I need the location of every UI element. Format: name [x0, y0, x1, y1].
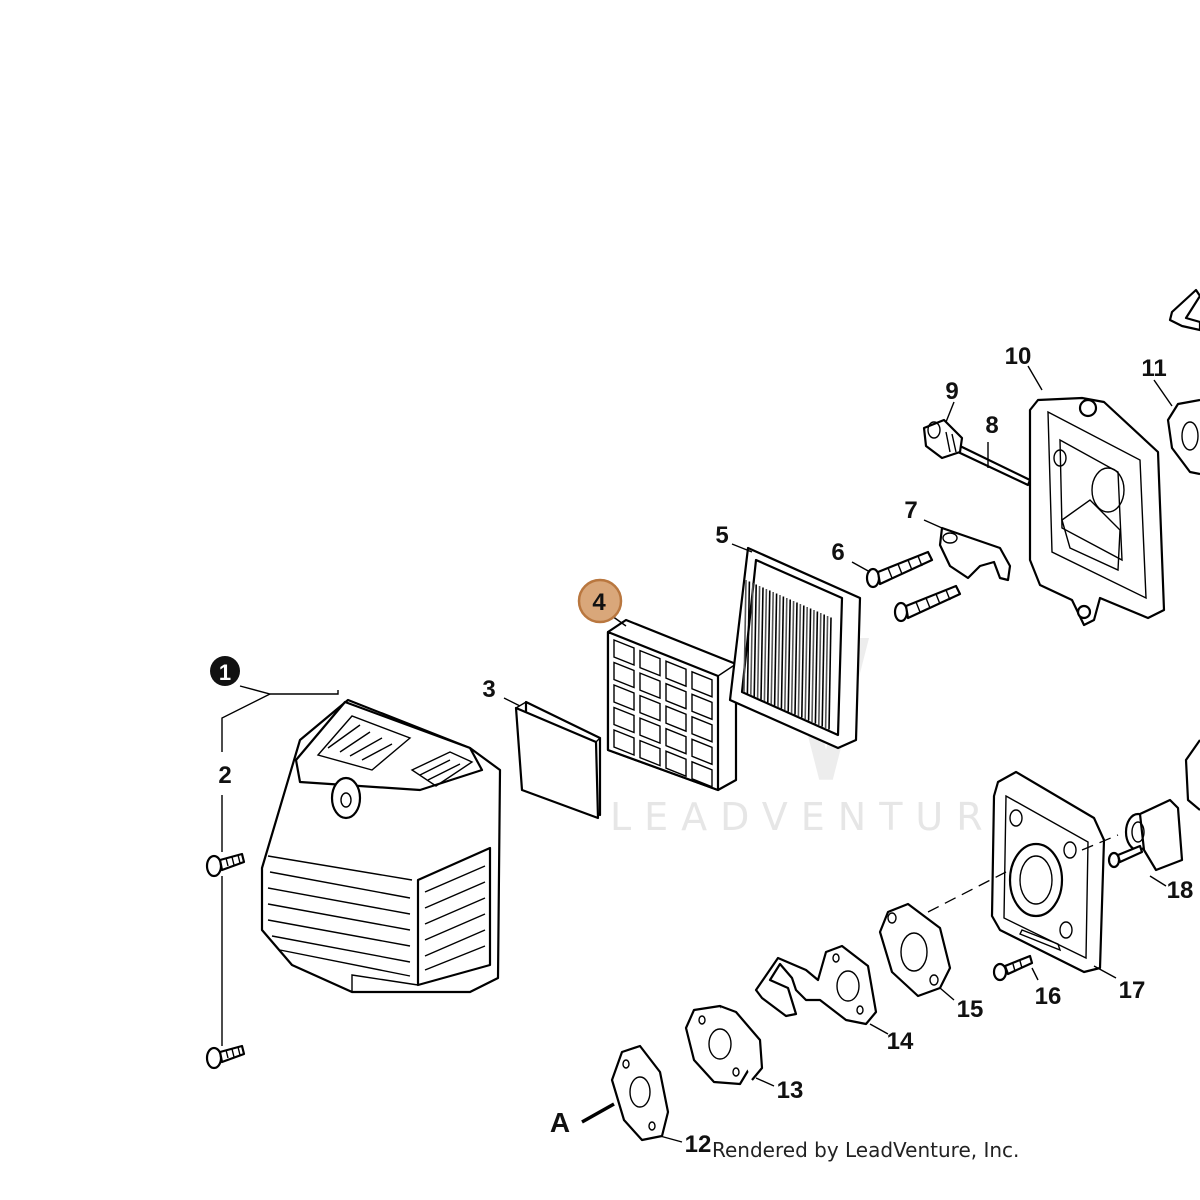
filter-pleat [750, 582, 754, 696]
filter-grid-cell [639, 717, 661, 745]
part-valve[interactable] [922, 418, 964, 460]
filter-pleat [784, 597, 788, 711]
part-gasket-edge[interactable] [1166, 398, 1200, 476]
filter-pleat [787, 599, 791, 712]
filter-pleat [828, 617, 832, 730]
filter-grid-cell [613, 661, 635, 689]
callout-5[interactable]: 5 [715, 522, 728, 549]
filter-pleat [801, 605, 805, 718]
filter-grid-cell [639, 672, 661, 700]
filter-pleat [746, 581, 751, 694]
callout-1[interactable]: 1 [219, 660, 231, 685]
filter-grid-cell [639, 649, 661, 677]
filter-grid-cell [639, 739, 661, 767]
part-filter-grid[interactable] [606, 618, 738, 792]
filter-grid-cell [613, 638, 635, 667]
filter-pleat [821, 614, 825, 727]
filter-grid-cell [665, 682, 687, 710]
assembly-line-15-17 [927, 871, 1007, 913]
filter-grid-cell [691, 760, 713, 788]
part-air-filter-cover[interactable] [260, 698, 502, 994]
filter-pleat [807, 608, 812, 721]
filter-pleat [767, 590, 771, 703]
filter-grid-cell [665, 705, 687, 733]
callout-13[interactable]: 13 [777, 1077, 804, 1104]
part-pre-filter-pad[interactable] [514, 700, 602, 820]
callout-17[interactable]: 17 [1119, 977, 1146, 1004]
filter-pleat [770, 591, 774, 705]
filter-pleat [743, 579, 747, 693]
part-bolt-upper[interactable] [865, 550, 934, 589]
filter-pleat [804, 606, 808, 720]
filter-pleat [756, 585, 761, 699]
filter-grid-cell [691, 738, 713, 766]
filter-pleat [763, 588, 768, 702]
part-rod[interactable] [956, 444, 1032, 487]
part-plate-arm[interactable] [754, 944, 878, 1026]
filter-grid-cells [613, 638, 713, 788]
filter-pleat [814, 611, 819, 724]
callout-16[interactable]: 16 [1035, 983, 1062, 1010]
part-bracket[interactable] [938, 526, 1012, 582]
part-gasket-15[interactable] [878, 902, 952, 998]
part-gasket-12[interactable] [610, 1044, 670, 1142]
part-screw-lower[interactable] [205, 1044, 246, 1070]
callout-6[interactable]: 6 [831, 539, 844, 566]
filter-pleat [780, 596, 785, 709]
callout-14[interactable]: 14 [887, 1028, 914, 1055]
filter-pleat [777, 594, 781, 708]
filter-pleat [797, 603, 802, 717]
filter-grid-cell [613, 728, 635, 757]
callout-8[interactable]: 8 [985, 412, 998, 439]
part-elbow-fitting[interactable] [1124, 798, 1184, 872]
filter-pleats [743, 579, 832, 730]
callout-9[interactable]: 9 [945, 378, 958, 405]
callout-3[interactable]: 3 [482, 676, 495, 703]
assembly-line-17-18 [1081, 834, 1119, 851]
filter-grid-cell [691, 670, 713, 698]
callout-12[interactable]: 12 [685, 1131, 712, 1158]
callout-15[interactable]: 15 [957, 996, 984, 1023]
callout-11[interactable]: 11 [1141, 355, 1166, 382]
watermark-text: LEADVENTURE [610, 795, 1033, 839]
callout-4-highlight [577, 578, 623, 624]
filter-grid-cell [691, 693, 713, 721]
filter-pleat [773, 593, 778, 706]
part-bolt-lower[interactable] [893, 584, 962, 623]
callout-1-circle [210, 656, 240, 686]
filter-grid-cell [613, 706, 635, 734]
filter-pleat [811, 609, 815, 723]
part-panel-edge[interactable] [1184, 739, 1200, 811]
filter-pleat [790, 600, 795, 714]
filter-grid-cell [691, 715, 713, 743]
render-credit: Rendered by LeadVenture, Inc. [712, 1138, 1019, 1162]
filter-pleat [753, 584, 757, 697]
callout-18[interactable]: 18 [1167, 877, 1194, 904]
filter-pleat [824, 615, 829, 729]
filter-pleat [818, 612, 822, 726]
filter-grid-cell [665, 727, 687, 755]
callout-a[interactable]: A [550, 1107, 570, 1138]
part-filter-base[interactable] [1028, 396, 1166, 627]
filter-pleat [760, 587, 764, 700]
filter-grid-cell [639, 694, 661, 722]
filter-grid-cell [665, 660, 687, 688]
part-screw-upper[interactable] [205, 852, 246, 878]
part-screw-16[interactable] [992, 954, 1034, 982]
callout-10[interactable]: 10 [1005, 343, 1032, 370]
part-screw-18[interactable] [1107, 844, 1144, 869]
callout-7[interactable]: 7 [904, 497, 917, 524]
filter-pleat [794, 602, 798, 715]
filter-grid-cell [613, 683, 635, 712]
filter-grid-cell [665, 750, 687, 778]
part-gasket-13[interactable] [684, 1004, 764, 1086]
callout-2[interactable]: 2 [218, 762, 231, 789]
part-pleated-filter[interactable] [728, 546, 862, 750]
part-carrier-plate[interactable] [990, 770, 1106, 974]
callout-4[interactable]: 4 [592, 589, 606, 616]
part-clip-edge[interactable] [1168, 288, 1200, 332]
leader-lines [221, 365, 1173, 1143]
